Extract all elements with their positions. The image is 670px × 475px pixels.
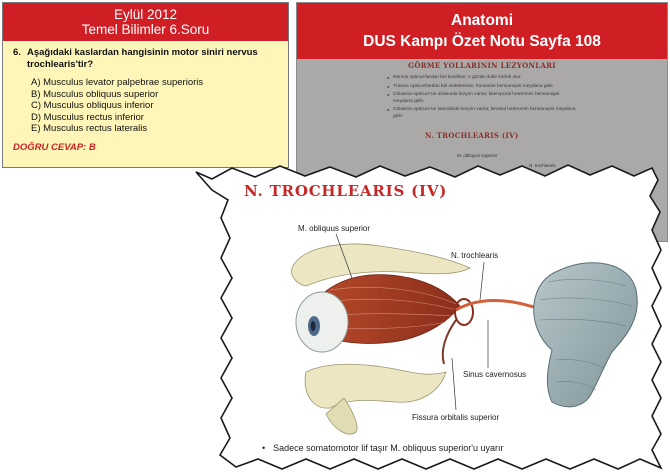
slide-title: Anatomi	[451, 12, 513, 29]
bullet-text: Sadece somatomotor lif taşır M. obliquus…	[273, 443, 504, 453]
option-e: E) Musculus rectus lateralis	[31, 123, 148, 134]
iris	[308, 316, 320, 336]
bg-item: Chiasma opticum'un lateralinde lezyon va…	[387, 107, 577, 120]
label-fissura: Fissura orbitalis superior	[412, 413, 500, 422]
slide-subtitle: DUS Kampı Özet Notu Sayfa 108	[363, 33, 601, 50]
bg-item: Chiasma opticum'un ortasında lezyon vars…	[387, 92, 577, 105]
eyeball	[295, 291, 349, 353]
bullet-dot: •	[262, 443, 266, 453]
bullet-note: • Sadece somatomotor lif taşır M. obliquu…	[262, 443, 503, 453]
orbit-bone-upper	[291, 243, 471, 287]
eye-muscles	[309, 274, 461, 344]
label-trochlearis: N. trochlearis	[451, 251, 499, 260]
question-title: 6. Aşağıdaki kaslardan hangisinin motor …	[13, 47, 278, 71]
orbit-bone-lower	[304, 363, 447, 409]
question-number: 6.	[13, 47, 21, 58]
bg-label-obliquus: M. obliquus superior	[457, 153, 498, 158]
trochlea	[454, 298, 474, 326]
option-c: C) Musculus obliquus inferior	[31, 100, 154, 111]
background-document: GÖRME YOLLARININ LEZYONLARI Nervus optic…	[297, 59, 667, 241]
skull-base-lower	[325, 397, 358, 435]
slide-panel: Anatomi DUS Kampı Özet Notu Sayfa 108 GÖ…	[296, 2, 668, 242]
question-header: Eylül 2012 Temel Bilimler 6.Soru	[3, 3, 288, 41]
oculomotor-branch	[441, 319, 457, 365]
question-date: Eylül 2012	[113, 7, 178, 22]
question-text: Aşağıdaki kaslardan hangisinin motor sin…	[27, 47, 258, 70]
question-body: 6. Aşağıdaki kaslardan hangisinin motor …	[3, 41, 288, 153]
option-b: B) Musculus obliquus superior	[31, 88, 159, 100]
bg-list: Nervus opticus'lardan biri kesilirse; o …	[387, 75, 577, 122]
question-card: Eylül 2012 Temel Bilimler 6.Soru 6. Aşağ…	[2, 2, 289, 168]
question-subject: Temel Bilimler 6.Soru	[81, 22, 210, 37]
bg-item: Tractus opticus'lardan biri sedelenirse;…	[387, 84, 577, 91]
bg-heading-2: N. TROCHLEARIS (IV)	[425, 131, 519, 140]
slide-header: Anatomi DUS Kampı Özet Notu Sayfa 108	[297, 3, 667, 59]
bg-item: Nervus opticus'lardan biri kesilirse; o …	[387, 75, 577, 82]
correct-answer: DOĞRU CEVAP: B	[13, 141, 96, 153]
option-d: D) Musculus rectus inferior	[31, 111, 144, 123]
brainstem	[533, 262, 638, 408]
trochlear-nerve	[455, 290, 613, 312]
answer-options: A) Musculus levator palpebrae superioris…	[31, 77, 278, 135]
bg-heading: GÖRME YOLLARININ LEZYONLARI	[408, 61, 556, 70]
label-sinus: Sinus cavernosus	[463, 370, 527, 379]
option-a: A) Musculus levator palpebrae superioris	[31, 77, 204, 88]
bg-label-trochlearis: N. trochlearis	[529, 163, 556, 168]
